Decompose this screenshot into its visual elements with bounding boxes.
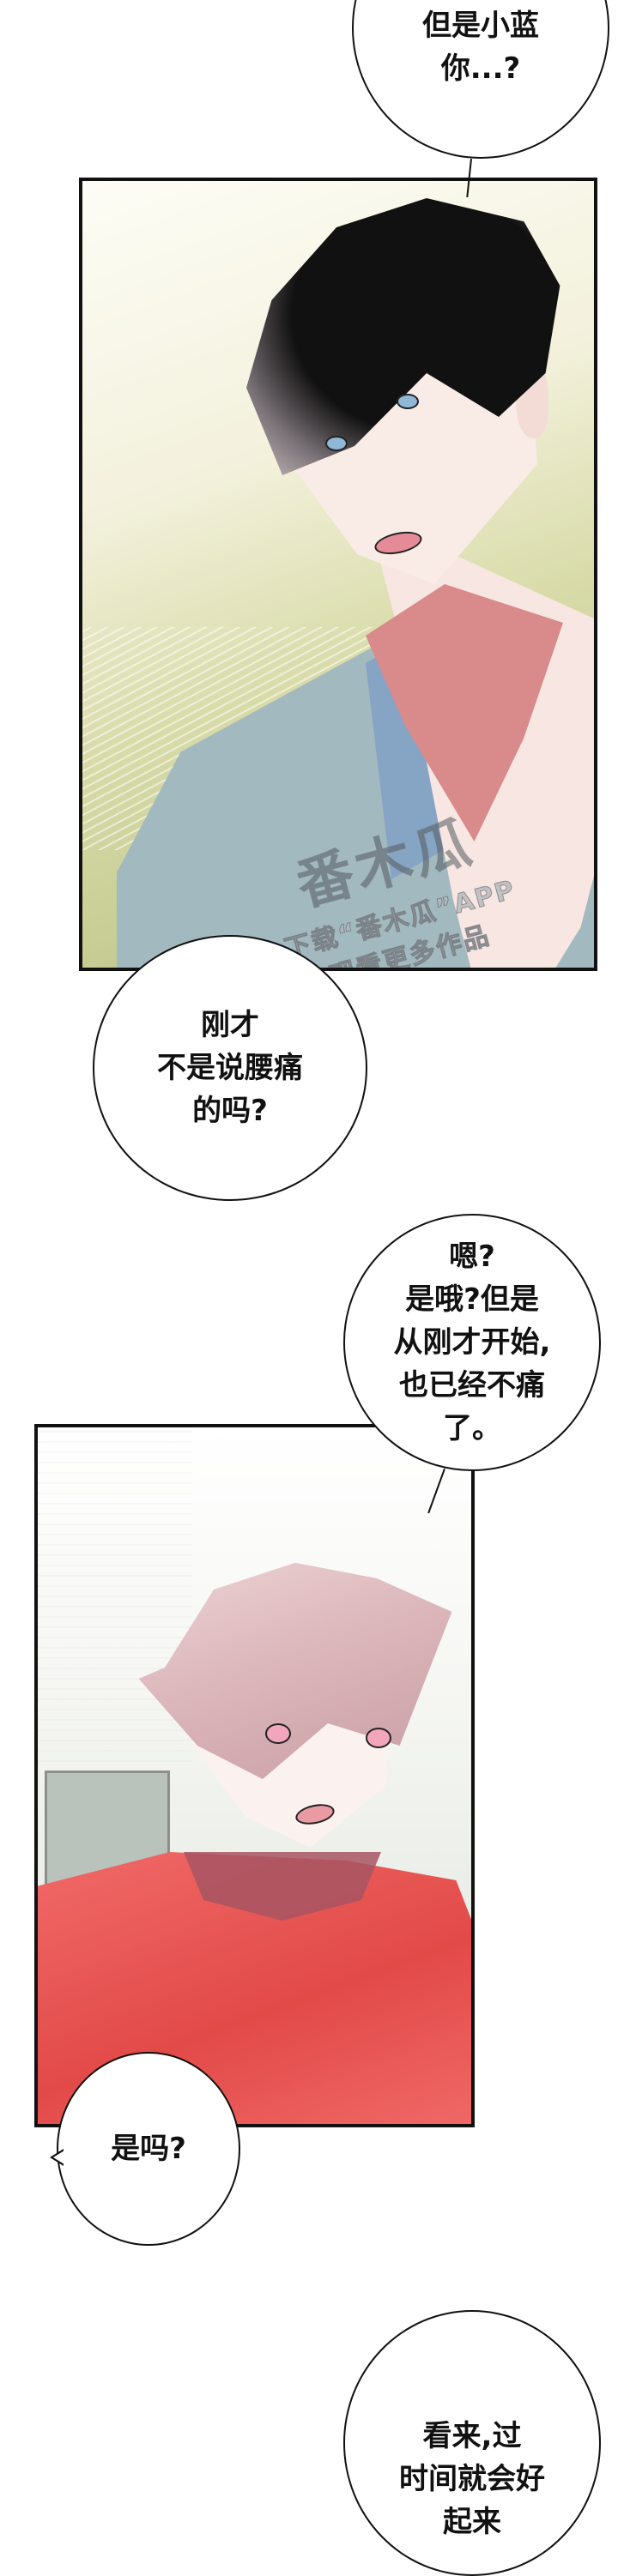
- comic-panel-2: [34, 1424, 475, 2127]
- bubble-4-text: 是吗?: [111, 2132, 186, 2166]
- comic-strip: 我是男， 但是小蓝 你...? 番木瓜 下载“番木瓜”APP 观看更多作品 刚才…: [34, 0, 609, 2576]
- speech-bubble-4: 是吗?: [57, 2052, 240, 2246]
- bubble-3-tail-b: [472, 1469, 474, 1520]
- bubble-2-text: 刚才 不是说腰痛 的吗?: [157, 1008, 303, 1128]
- pink-eye-left: [265, 1723, 291, 1744]
- eye-right: [397, 394, 419, 409]
- eye-left: [325, 436, 348, 451]
- bubble-1-text: 我是男， 但是小蓝 你...?: [422, 9, 539, 86]
- bubble-3-text: 嗯? 是哦?但是 从刚才开始, 也已经不痛 了。: [393, 1240, 551, 1445]
- speech-bubble-3: 嗯? 是哦?但是 从刚才开始, 也已经不痛 了。: [343, 1214, 601, 1471]
- bubble-4-tail-inner: [53, 2151, 64, 2164]
- speech-bubble-2: 刚才 不是说腰痛 的吗?: [93, 935, 367, 1201]
- speech-bubble-1: 我是男， 但是小蓝 你...?: [352, 0, 609, 159]
- wall-texture: [38, 1427, 192, 1771]
- speech-bubble-5: 看来,过 时间就会好 起来: [343, 2310, 601, 2576]
- bubble-5-text: 看来,过 时间就会好 起来: [399, 2419, 545, 2539]
- pink-eye-right: [366, 1728, 391, 1748]
- comic-panel-1: 番木瓜 下载“番木瓜”APP 观看更多作品: [79, 178, 597, 971]
